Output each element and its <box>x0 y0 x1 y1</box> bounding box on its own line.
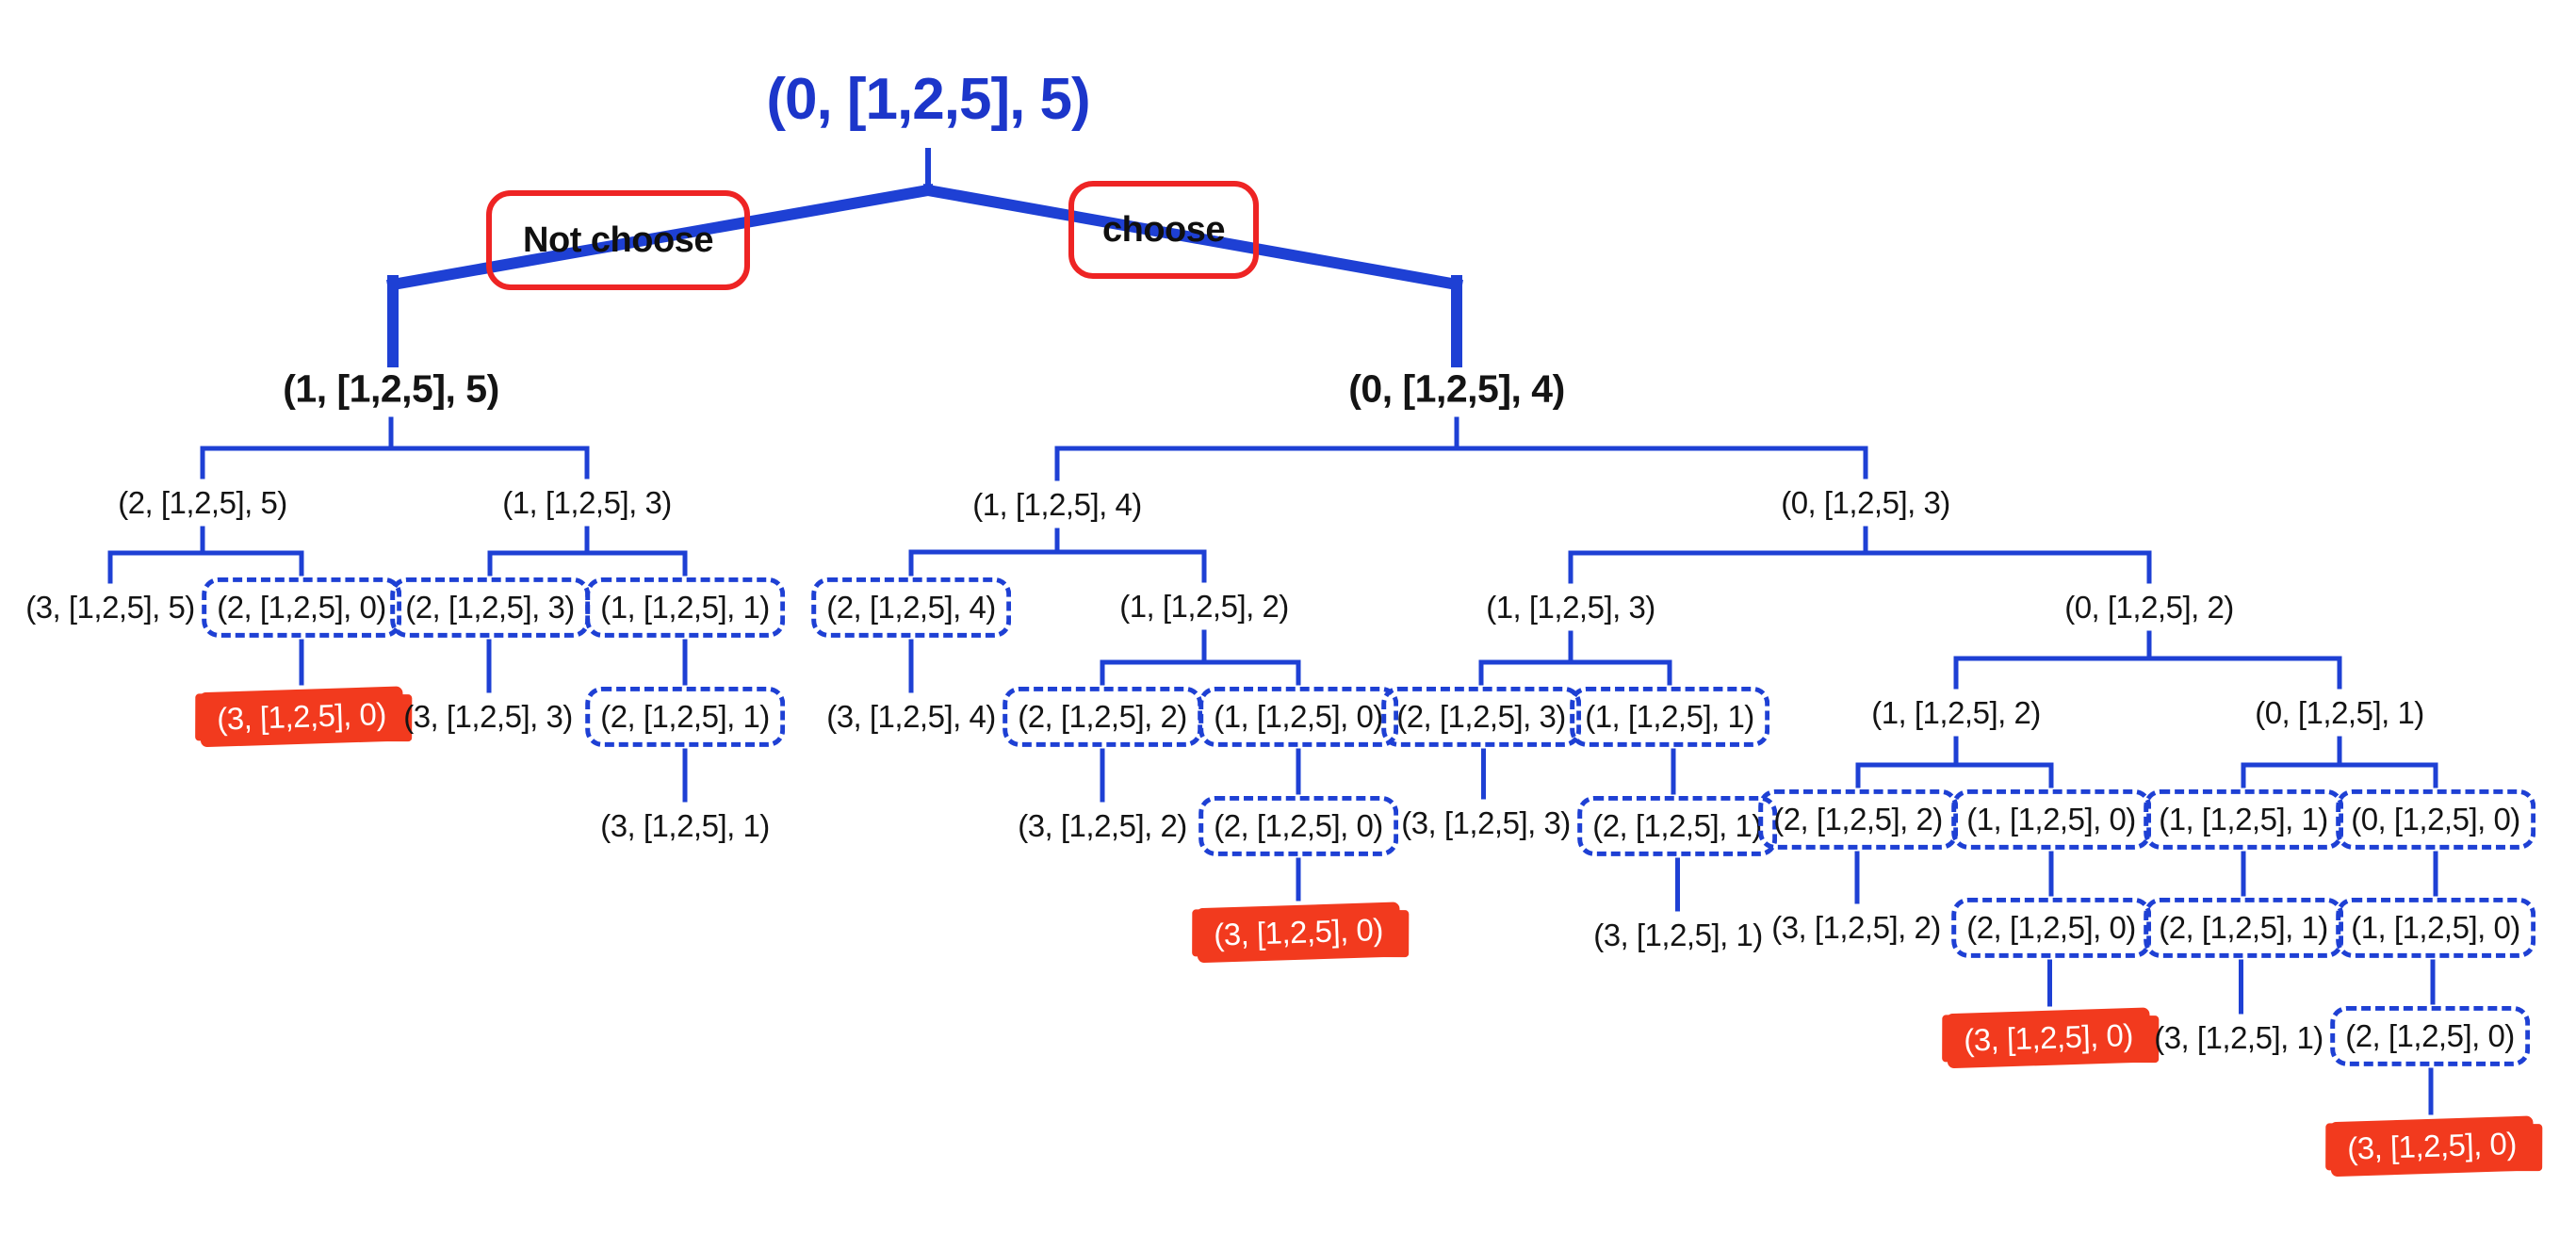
tree-node-dashed: (1, [1,2,5], 1) <box>2144 788 2343 851</box>
tree-node-highlighted: (3, [1,2,5], 0) <box>2329 1115 2535 1178</box>
edge <box>200 416 590 479</box>
edge <box>487 526 688 577</box>
edge <box>908 528 1207 583</box>
tree-node: (3, [1,2,5], 3) <box>1401 804 1571 840</box>
tree-node-dashed: (1, [1,2,5], 1) <box>1570 686 1769 748</box>
tree-node-dashed: (2, [1,2,5], 2) <box>1758 788 1958 851</box>
tree-node: (2, [1,2,5], 5) <box>118 484 287 520</box>
tree-node-highlighted: (3, [1,2,5], 0) <box>199 686 404 748</box>
edge <box>1478 630 1672 686</box>
tree-node-dashed: (2, [1,2,5], 0) <box>1198 795 1398 857</box>
edge-label-not-choose-text: Not choose <box>523 219 713 260</box>
tree-node-dashed: (2, [1,2,5], 1) <box>2144 897 2343 959</box>
tree-node: (1, [1,2,5], 2) <box>1871 694 2041 730</box>
tree-node-dashed: (2, [1,2,5], 0) <box>202 577 401 639</box>
tree-node: (0, [1,2,5], 1) <box>2255 694 2424 730</box>
tree-node: (3, [1,2,5], 1) <box>2154 1019 2323 1055</box>
edge-label-not-choose: Not choose <box>486 190 750 290</box>
edge <box>1054 416 1868 481</box>
tree-node: (0, [1,2,5], 4) <box>1348 366 1565 411</box>
tree-node-dashed: (0, [1,2,5], 0) <box>2336 788 2535 851</box>
tree-node: (3, [1,2,5], 2) <box>1771 909 1941 945</box>
edge <box>1953 630 2342 690</box>
tree-node: (1, [1,2,5], 2) <box>1119 588 1289 624</box>
edge <box>1568 526 2152 584</box>
tree-node-highlighted: (3, [1,2,5], 0) <box>1196 902 1401 964</box>
tree-node-dashed: (1, [1,2,5], 0) <box>2336 897 2535 959</box>
tree-node: (1, [1,2,5], 3) <box>502 484 672 520</box>
tree-node-dashed: (2, [1,2,5], 3) <box>1381 686 1581 748</box>
tree-node-dashed: (2, [1,2,5], 1) <box>585 686 785 748</box>
tree-node: (1, [1,2,5], 3) <box>1486 589 1655 625</box>
tree-node: (3, [1,2,5], 1) <box>1593 917 1763 952</box>
root-edge-left <box>386 184 935 291</box>
tree-node-dashed: (2, [1,2,5], 0) <box>1951 897 2151 959</box>
edge <box>1100 629 1301 686</box>
edge-label-choose-text: choose <box>1101 209 1226 250</box>
tree-node-dashed: (1, [1,2,5], 1) <box>585 577 785 639</box>
edge <box>2241 736 2438 788</box>
edge-label-choose: choose <box>1068 181 1259 279</box>
tree-node: (1, [1,2,5], 5) <box>283 366 499 411</box>
tree-node: (3, [1,2,5], 2) <box>1018 807 1187 843</box>
tree-node: (0, [1,2,5], 3) <box>1781 484 1950 520</box>
tree-node-highlighted: (3, [1,2,5], 0) <box>1946 1007 2151 1069</box>
tree-node: (1, [1,2,5], 4) <box>972 486 1142 522</box>
tree-node: (3, [1,2,5], 1) <box>600 807 770 843</box>
tree-node-dashed: (2, [1,2,5], 1) <box>1577 795 1777 857</box>
tree-node-dashed: (2, [1,2,5], 4) <box>811 577 1011 639</box>
tree-node: (0, [1,2,5], 2) <box>2064 589 2234 625</box>
tree-node-dashed: (2, [1,2,5], 2) <box>1003 686 1202 748</box>
tree-node-dashed: (1, [1,2,5], 0) <box>1198 686 1398 748</box>
tree-node: (3, [1,2,5], 3) <box>403 698 573 734</box>
tree-node-dashed: (2, [1,2,5], 0) <box>2330 1005 2530 1067</box>
tree-node-dashed: (2, [1,2,5], 3) <box>390 577 590 639</box>
tree-node: (3, [1,2,5], 5) <box>25 589 195 625</box>
tree-node: (3, [1,2,5], 4) <box>826 698 996 734</box>
tree-node-root: (0, [1,2,5], 5) <box>766 66 1090 132</box>
tree-node-dashed: (1, [1,2,5], 0) <box>1951 788 2151 851</box>
edge <box>1855 736 2054 788</box>
root-edge-right <box>921 184 1463 291</box>
edge <box>107 526 304 584</box>
